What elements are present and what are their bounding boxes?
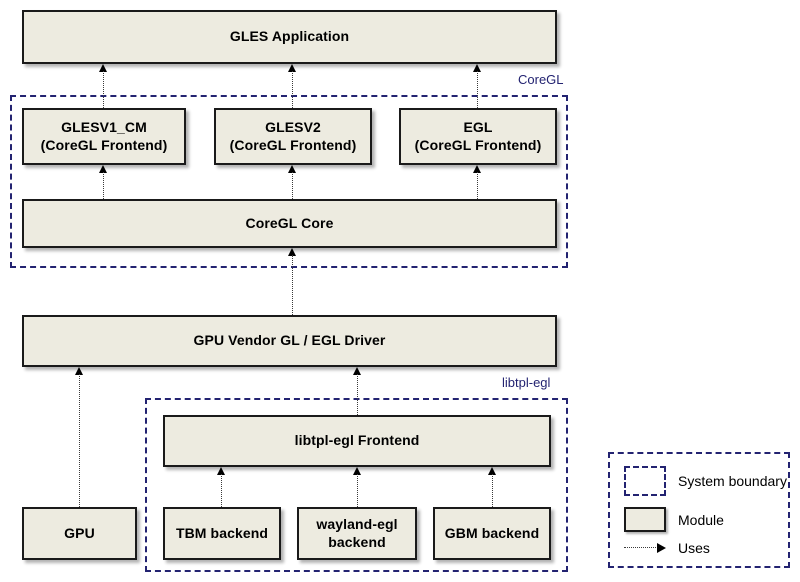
module-gbm-backend[interactable]: GBM backend bbox=[433, 507, 551, 560]
system-boundary-coregl bbox=[10, 95, 568, 268]
module-glesv2[interactable]: GLESV2 (CoreGL Frontend) bbox=[214, 108, 372, 165]
module-egl-label: EGL bbox=[463, 119, 493, 136]
module-coregl-core-label: CoreGL Core bbox=[245, 214, 334, 231]
module-tbm-backend-label: TBM backend bbox=[175, 524, 269, 541]
arrow-gpu-vendor-driver-to-coregl-core bbox=[288, 248, 297, 315]
system-boundary-coregl-label: CoreGL bbox=[516, 72, 566, 87]
system-boundary-libtpl-egl-label: libtpl-egl bbox=[500, 375, 553, 390]
arrow-glesv1-cm-to-gles-application bbox=[99, 64, 108, 108]
module-gpu[interactable]: GPU bbox=[22, 507, 137, 560]
module-libtpl-egl-frontend[interactable]: libtpl-egl Frontend bbox=[163, 415, 551, 467]
arrow-glesv2-to-gles-application bbox=[288, 64, 297, 108]
legend-module-label: Module bbox=[678, 511, 724, 528]
module-coregl-core[interactable]: CoreGL Core bbox=[22, 199, 557, 248]
arrow-gpu-to-gpu-vendor-driver bbox=[75, 367, 84, 507]
module-wayland-egl-backend-label: wayland-egl bbox=[316, 516, 398, 533]
legend-item-system-boundary: System boundary bbox=[624, 466, 787, 496]
legend-item-module: Module bbox=[624, 507, 724, 532]
arrow-coregl-core-to-glesv1-cm bbox=[99, 165, 108, 199]
module-libtpl-egl-frontend-label: libtpl-egl Frontend bbox=[294, 432, 420, 449]
module-wayland-egl-backend[interactable]: wayland-egl backend bbox=[297, 507, 417, 560]
module-glesv1-cm-sublabel: (CoreGL Frontend) bbox=[40, 136, 168, 153]
legend-item-uses: Uses bbox=[624, 540, 710, 556]
system-boundary-libtpl-egl bbox=[145, 398, 568, 572]
module-egl-sublabel: (CoreGL Frontend) bbox=[414, 136, 542, 153]
module-gpu-label: GPU bbox=[64, 524, 95, 541]
arrow-egl-to-gles-application bbox=[473, 64, 482, 108]
legend-system-boundary-label: System boundary bbox=[678, 473, 787, 489]
module-gles-application[interactable]: GLES Application bbox=[22, 10, 557, 64]
module-glesv1-cm-label: GLESV1_CM bbox=[61, 119, 147, 136]
module-egl[interactable]: EGL (CoreGL Frontend) bbox=[399, 108, 557, 165]
module-gles-application-label: GLES Application bbox=[229, 28, 350, 45]
arrow-coregl-core-to-egl bbox=[473, 165, 482, 199]
arrow-libtpl-egl-frontend-to-gpu-vendor-driver bbox=[353, 367, 362, 415]
legend-module-swatch bbox=[624, 507, 666, 532]
arrow-gbm-backend-to-libtpl-egl-frontend bbox=[488, 467, 497, 507]
arrow-wayland-egl-backend-to-libtpl-egl-frontend bbox=[353, 467, 362, 507]
module-glesv2-sublabel: (CoreGL Frontend) bbox=[229, 136, 357, 153]
legend: System boundary Module Uses bbox=[608, 452, 790, 568]
legend-uses-arrow-icon bbox=[624, 543, 666, 553]
module-glesv2-label: GLESV2 bbox=[265, 119, 321, 136]
legend-system-boundary-swatch bbox=[624, 466, 666, 496]
module-gpu-vendor-driver[interactable]: GPU Vendor GL / EGL Driver bbox=[22, 315, 557, 367]
module-gbm-backend-label: GBM backend bbox=[444, 524, 540, 541]
legend-uses-label: Uses bbox=[678, 540, 710, 556]
module-wayland-egl-backend-sublabel: backend bbox=[328, 533, 386, 550]
module-gpu-vendor-driver-label: GPU Vendor GL / EGL Driver bbox=[193, 332, 386, 349]
module-glesv1-cm[interactable]: GLESV1_CM (CoreGL Frontend) bbox=[22, 108, 186, 165]
arrow-coregl-core-to-glesv2 bbox=[288, 165, 297, 199]
module-tbm-backend[interactable]: TBM backend bbox=[163, 507, 281, 560]
arrow-tbm-backend-to-libtpl-egl-frontend bbox=[217, 467, 226, 507]
